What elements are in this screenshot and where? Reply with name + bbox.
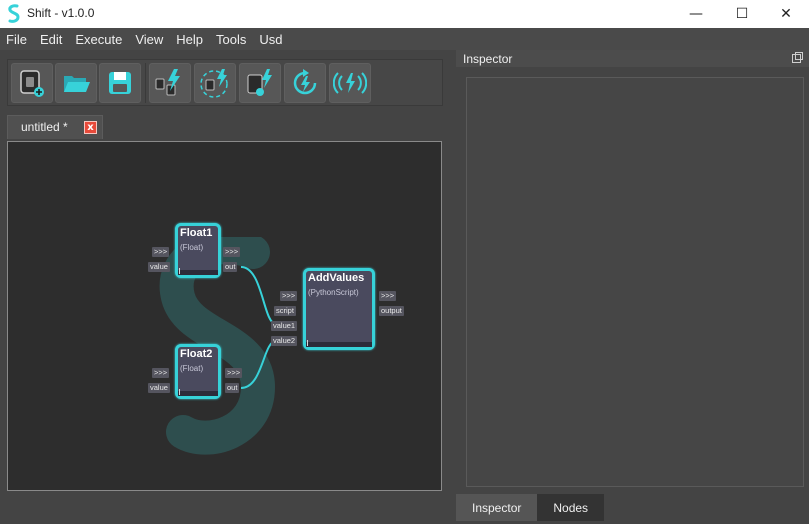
bottom-tabs: Inspector Nodes: [456, 494, 605, 521]
broadcast-button[interactable]: [329, 63, 371, 103]
connection-float1-addvalues: [240, 266, 277, 325]
maximize-icon: ☐: [735, 6, 749, 22]
node-type: (PythonScript): [308, 288, 359, 297]
connections-layer: [240, 266, 277, 389]
menu-execute[interactable]: Execute: [75, 31, 123, 47]
graph-view[interactable]: >>> value Float1 (Float) >>> out >>> val…: [7, 141, 442, 491]
node-footer-marker: [179, 389, 180, 395]
execute-selected-button[interactable]: [194, 63, 236, 103]
save-icon: [109, 72, 131, 94]
execute-info-button[interactable]: [239, 63, 281, 103]
close-icon: ✕: [780, 6, 792, 22]
menu-edit[interactable]: Edit: [39, 31, 63, 47]
node-title: AddValues: [308, 272, 365, 284]
tab-close-icon[interactable]: x: [84, 121, 97, 134]
execute-graph-icon: [155, 69, 180, 96]
node-addvalues[interactable]: AddValues (PythonScript): [303, 268, 375, 350]
open-button[interactable]: [55, 63, 97, 103]
node-footer: [306, 342, 372, 347]
tab-label: untitled *: [21, 120, 68, 134]
tab-inspector[interactable]: Inspector: [456, 494, 538, 521]
addvalues-output-port[interactable]: output: [379, 306, 404, 316]
node-footer-marker: [179, 268, 180, 274]
float1-exec-out-port[interactable]: >>>: [223, 247, 241, 257]
float2-exec-out-port[interactable]: >>>: [225, 368, 243, 378]
addvalues-script-port[interactable]: script: [274, 306, 296, 316]
addvalues-exec-out-port[interactable]: >>>: [379, 291, 397, 301]
menu-help[interactable]: Help: [176, 31, 204, 47]
execute-graph-button[interactable]: [149, 63, 191, 103]
menu-view[interactable]: View: [135, 31, 164, 47]
node-title: Float2: [180, 348, 213, 360]
close-button[interactable]: ✕: [763, 0, 809, 28]
toolbar-separator: [145, 63, 146, 103]
undock-icon[interactable]: [792, 52, 803, 63]
toolbar: [7, 59, 443, 106]
tab-untitled[interactable]: untitled * x: [7, 115, 103, 139]
addvalues-value2-port[interactable]: value2: [271, 336, 298, 346]
broadcast-icon: [333, 72, 367, 94]
save-button[interactable]: [99, 63, 141, 103]
inspector-title: Inspector: [463, 52, 513, 66]
execute-selected-icon: [200, 69, 228, 98]
float2-exec-in-port[interactable]: >>>: [152, 368, 170, 378]
maximize-button[interactable]: ☐: [719, 0, 765, 28]
app-logo-icon: [8, 4, 20, 23]
new-graph-button[interactable]: [11, 63, 53, 103]
menu-tools[interactable]: Tools: [216, 31, 247, 47]
menu-usd[interactable]: Usd: [259, 31, 283, 47]
addvalues-exec-in-port[interactable]: >>>: [280, 291, 298, 301]
menu-file[interactable]: File: [6, 31, 27, 47]
title-bar: Shift - v1.0.0 — ☐ ✕: [0, 0, 809, 28]
execute-info-icon: [247, 69, 272, 96]
node-footer-marker: [307, 340, 308, 346]
node-float1[interactable]: Float1 (Float): [175, 223, 221, 278]
minimize-icon: —: [689, 6, 703, 22]
node-footer: [178, 270, 218, 275]
node-type: (Float): [180, 364, 204, 373]
new-file-icon: [20, 70, 44, 97]
inspector-header: Inspector: [456, 50, 809, 67]
node-type: (Float): [180, 243, 204, 252]
menu-bar: File Edit Execute View Help Tools Usd: [0, 28, 809, 50]
refresh-execute-button[interactable]: [284, 63, 326, 103]
float1-out-port[interactable]: out: [223, 262, 238, 272]
tab-nodes[interactable]: Nodes: [537, 494, 605, 521]
refresh-execute-icon: [293, 69, 317, 95]
minimize-button[interactable]: —: [673, 0, 719, 28]
connection-float2-addvalues: [240, 340, 277, 389]
window-title: Shift - v1.0.0: [27, 6, 95, 20]
node-title: Float1: [180, 227, 213, 239]
addvalues-value1-port[interactable]: value1: [271, 321, 298, 331]
inspector-body: [466, 77, 804, 487]
node-float2[interactable]: Float2 (Float): [175, 344, 221, 399]
float1-value-port[interactable]: value: [148, 262, 170, 272]
float2-value-port[interactable]: value: [148, 383, 170, 393]
open-folder-icon: [64, 76, 90, 92]
float2-out-port[interactable]: out: [225, 383, 240, 393]
node-footer: [178, 391, 218, 396]
float1-exec-in-port[interactable]: >>>: [152, 247, 170, 257]
